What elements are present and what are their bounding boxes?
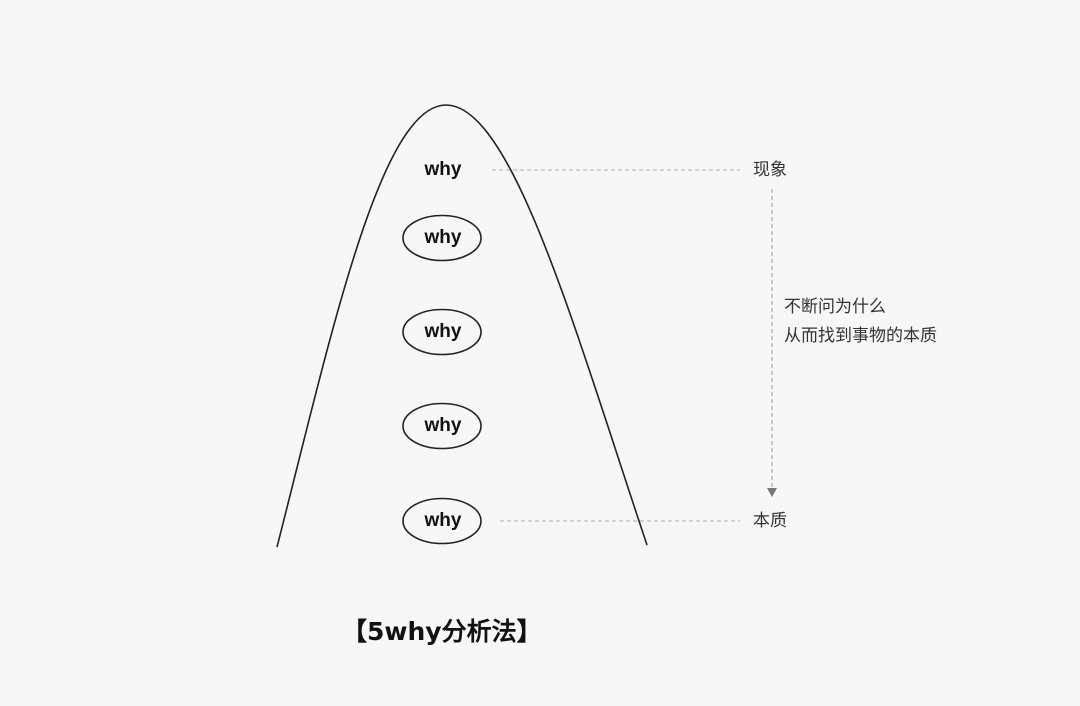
- why-label-3: why: [424, 321, 462, 342]
- why-label-5: why: [424, 510, 462, 531]
- note-line-1: 不断问为什么: [784, 297, 886, 317]
- note-line-2: 从而找到事物的本质: [784, 326, 937, 346]
- why-ellipse-5: [402, 497, 482, 545]
- why-ellipse-2: [402, 214, 482, 262]
- why-label-4: why: [424, 415, 462, 436]
- phenomenon-label: 现象: [753, 160, 787, 180]
- why-label-2: why: [424, 227, 462, 248]
- arrow-down-icon: [767, 488, 777, 497]
- why-ellipse-4: [402, 402, 482, 450]
- essence-label: 本质: [753, 511, 787, 531]
- bell-curve: [276, 104, 648, 548]
- diagram-title: 【5why分析法】: [342, 617, 542, 646]
- why-ellipse-3: [402, 308, 482, 356]
- why-label-1: why: [424, 159, 462, 180]
